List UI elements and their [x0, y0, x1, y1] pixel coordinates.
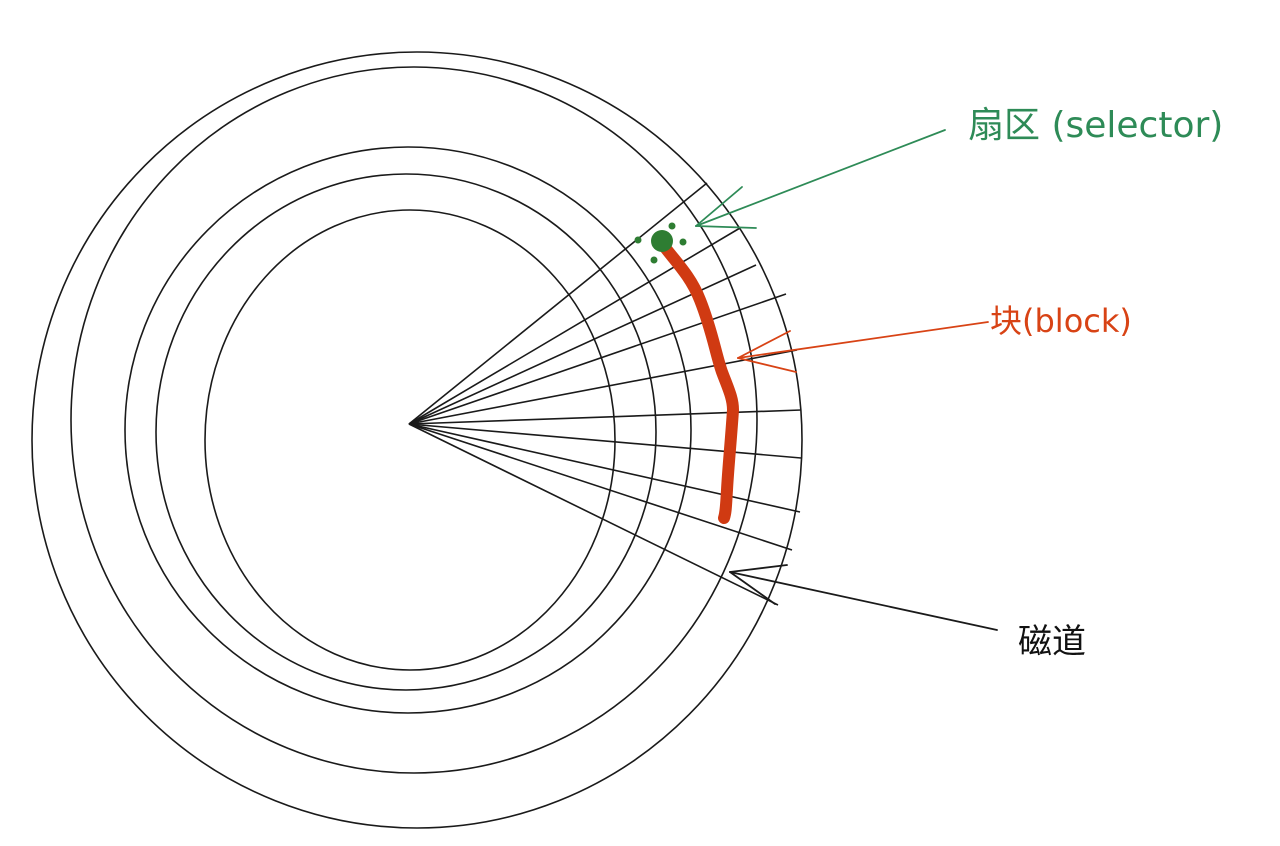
track-label: 磁道	[1018, 622, 1086, 662]
track-arrow-head	[729, 564, 788, 573]
track-ring-inner	[204, 209, 616, 671]
track-ring-3	[124, 146, 692, 714]
sector-lines	[408, 182, 802, 606]
sector-line	[408, 227, 741, 425]
sector-line	[408, 182, 708, 425]
sector-line	[408, 293, 787, 425]
sector-arrow-head	[695, 186, 743, 227]
sector-line	[408, 423, 801, 513]
sector-line	[408, 423, 779, 606]
track-arrow	[729, 564, 998, 631]
block-arrow	[737, 321, 989, 373]
sector-arrow-shaft	[695, 129, 946, 227]
track-ring-2	[70, 66, 758, 774]
sector-mark-core	[651, 230, 673, 252]
track-rings	[31, 51, 803, 829]
sector-line	[408, 349, 798, 425]
sector-label: 扇区 (selector)	[968, 105, 1224, 146]
track-arrow-head	[729, 571, 776, 605]
block-arrow-head	[737, 330, 791, 359]
sector-mark-dot	[668, 222, 676, 230]
block-arrow-head	[737, 357, 797, 373]
track-arrow-shaft	[729, 571, 998, 631]
sector-arrow-head	[695, 225, 757, 229]
block-arrow-shaft	[737, 321, 989, 359]
block-label: 块(block)	[990, 302, 1132, 340]
sector-mark	[634, 222, 687, 264]
track-ring-outer	[31, 51, 803, 829]
track-ring-4	[155, 173, 657, 691]
sector-line	[408, 264, 757, 425]
sector-mark-dot	[634, 236, 642, 244]
sector-arrow	[695, 129, 946, 229]
block-stroke	[655, 236, 739, 524]
sector-mark-dot	[679, 238, 687, 246]
sector-mark-dot	[650, 256, 658, 264]
sector-line	[408, 423, 793, 551]
